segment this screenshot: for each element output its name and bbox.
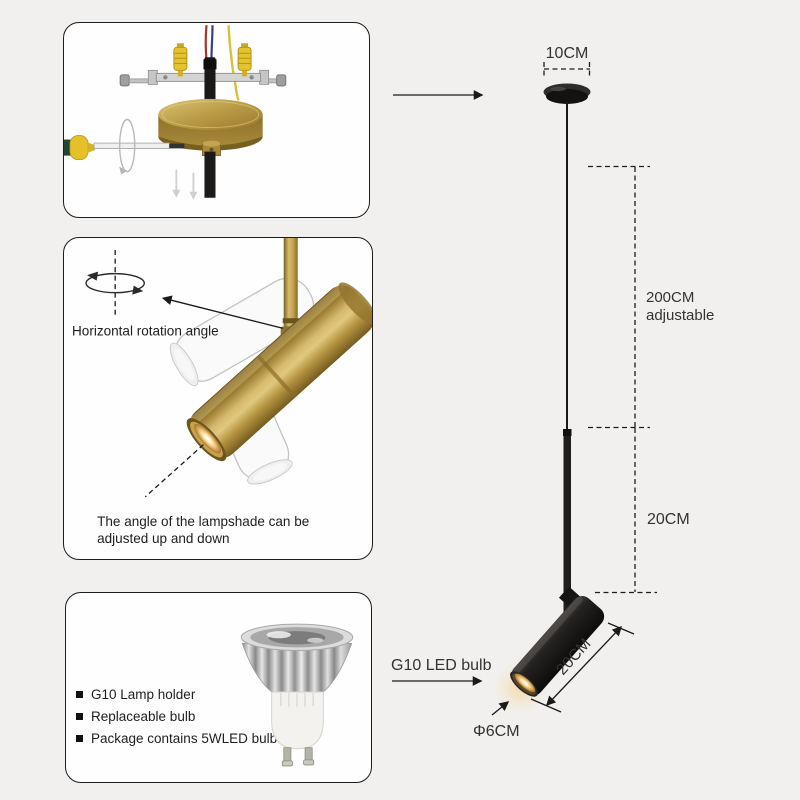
screw-left-shaft <box>128 78 150 84</box>
ceiling-canopy <box>543 83 591 104</box>
body-ribs <box>280 693 314 708</box>
gold-spotlight <box>186 282 372 462</box>
rotate-arrowhead <box>119 166 128 175</box>
bracket-bolt <box>249 75 254 80</box>
screw-right-head <box>276 74 287 87</box>
lamp-glow <box>514 673 536 693</box>
lamp-glow <box>194 423 222 454</box>
rotation-label: Horizontal rotation angle <box>72 323 219 338</box>
bulb-callout-label: G10 LED bulb <box>391 657 492 674</box>
lamp-length-line <box>545 625 623 707</box>
diameter-arrow <box>491 701 510 716</box>
gu10-pins <box>281 747 315 767</box>
rod-cap <box>563 429 572 436</box>
down-arrowhead <box>189 191 198 200</box>
rotation-panel: Horizontal rotation angle The angle of t… <box>63 237 373 560</box>
gu10-bulb-image <box>240 623 354 767</box>
cord-length-note: adjustable <box>646 307 714 324</box>
diameter-label: Φ6CM <box>473 723 520 740</box>
rotate-gesture-icon <box>118 118 136 173</box>
blue-wire <box>210 25 214 60</box>
pendant-dimension-diagram: 10CM 200CM adjustable 20CM <box>391 45 714 740</box>
list-item: Replaceable bulb <box>76 709 277 724</box>
tilt-note-line1: The angle of the lampshade can be <box>97 514 309 529</box>
rod-length-label: 20CM <box>647 511 690 528</box>
tilt-pointer-line <box>144 444 204 498</box>
installation-panel <box>63 22 370 218</box>
pivot-pointer-arrow <box>161 295 283 329</box>
list-item: G10 Lamp holder <box>76 687 277 702</box>
lamp-rod <box>563 429 571 614</box>
screwdriver <box>64 135 185 161</box>
rod-sleeve <box>203 59 217 70</box>
bulb-feature: Package contains 5WLED bulb <box>91 731 278 746</box>
ghost-lamp-left <box>169 277 315 387</box>
list-item: Package contains 5WLED bulb <box>76 731 277 746</box>
wall-anchor-right <box>237 43 252 77</box>
rotation-illustration: Horizontal rotation angle The angle of t… <box>72 238 372 546</box>
cord-length-label: 200CM <box>646 289 694 306</box>
bracket-bolt <box>163 75 168 80</box>
canopy-width-label: 10CM <box>546 45 589 62</box>
bulb-panel: G10 Lamp holder Replaceable bulb Package… <box>65 592 372 783</box>
screw-left-head <box>119 74 130 87</box>
bullet-square-icon <box>76 713 83 720</box>
tilt-note-line2: adjusted up and down <box>97 531 229 546</box>
ground-wire <box>227 25 240 101</box>
extension-tick <box>607 622 635 635</box>
wall-anchor-left <box>173 43 188 77</box>
bulb-highlight <box>266 631 291 639</box>
rod-bottom <box>204 151 216 198</box>
horizontal-rotation-icon <box>85 250 145 317</box>
down-arrowhead <box>172 189 181 198</box>
red-wire <box>204 25 208 60</box>
bulb-ceramic-body <box>271 691 324 750</box>
bulb-feature: G10 Lamp holder <box>91 687 196 702</box>
bullet-square-icon <box>76 735 83 742</box>
canopy-nut <box>202 140 221 157</box>
bullet-square-icon <box>76 691 83 698</box>
stem-joint-ring <box>282 318 299 324</box>
gold-stem <box>283 238 298 343</box>
bulb-feature-list: G10 Lamp holder Replaceable bulb Package… <box>76 687 277 746</box>
down-arrow-icon <box>175 169 195 193</box>
bulb-highlight <box>307 637 324 643</box>
bulb-feature: Replaceable bulb <box>91 709 196 724</box>
installation-illustration <box>64 25 287 200</box>
